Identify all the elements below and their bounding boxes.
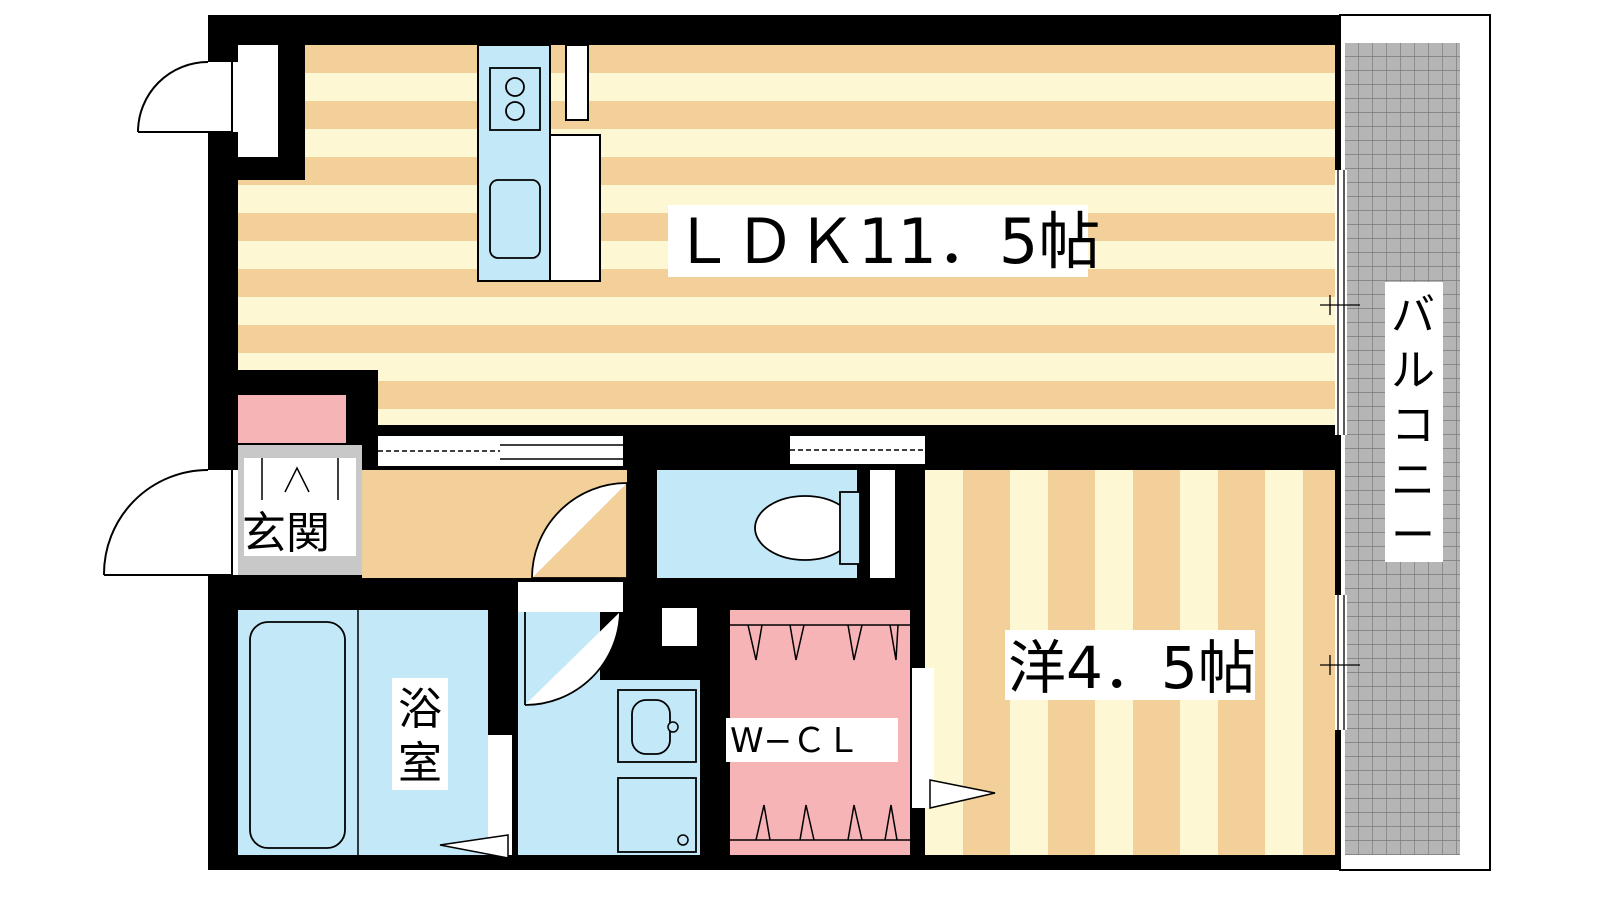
balcony-label-1: バ — [1391, 290, 1435, 341]
entrance-area — [238, 395, 362, 575]
interior-doors — [524, 482, 628, 706]
balcony-windows — [1320, 170, 1360, 730]
balcony-label-4: ニ — [1391, 455, 1435, 506]
balcony — [1339, 14, 1491, 871]
bathroom — [238, 610, 512, 859]
balcony-label-5: ー — [1391, 510, 1435, 561]
washroom — [518, 582, 700, 855]
kitchen-sink-icon — [489, 179, 541, 259]
hallway — [362, 470, 627, 578]
wcl-label: W−ＣＬ — [730, 721, 860, 761]
bath-label-2: 室 — [398, 738, 442, 789]
shoe-box — [238, 395, 346, 443]
bathtub-icon — [249, 621, 346, 849]
sliding-doors — [378, 436, 1335, 466]
balcony-label-3: コ — [1391, 400, 1435, 451]
balcony-label-2: ル — [1391, 345, 1435, 396]
room-labels: ＬＤＫ11．5帖 洋4．5帖 玄関 浴 室 W−ＣＬ バ ル コ ニ ー — [242, 205, 1435, 790]
entrance-label: 玄関 — [242, 508, 330, 559]
western-room-label: 洋4．5帖 — [1008, 634, 1256, 702]
toilet-room — [657, 470, 895, 578]
kitchen-counter — [477, 44, 601, 282]
bath-label-1: 浴 — [398, 684, 442, 735]
ldk-label: ＬＤＫ11．5帖 — [672, 205, 1100, 278]
exterior-doors — [102, 45, 278, 576]
